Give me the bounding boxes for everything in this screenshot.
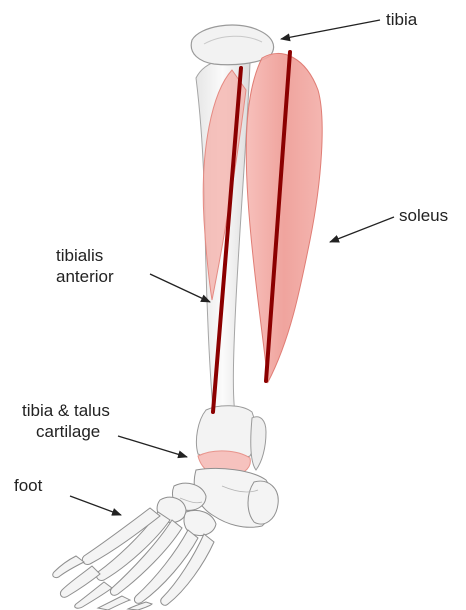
tibia-arrow	[281, 20, 380, 39]
cartilage-label: tibia & talus cartilage	[22, 400, 110, 442]
tibia-label: tibia	[386, 9, 417, 30]
tibialis-anterior-label-line-2: anterior	[56, 266, 114, 287]
tibialis-anterior-arrow	[150, 274, 210, 302]
cartilage-arrow	[118, 436, 187, 457]
soleus-arrow	[330, 217, 394, 242]
foot-bones	[53, 468, 279, 610]
tibialis-anterior-label-line-1: tibialis	[56, 245, 114, 266]
cartilage-label-line-2: cartilage	[22, 421, 110, 442]
soleus-label: soleus	[399, 205, 448, 226]
foot-label: foot	[14, 475, 42, 496]
cartilage-label-line-1: tibia & talus	[22, 400, 110, 421]
foot-arrow	[70, 496, 121, 515]
soleus-muscle	[246, 53, 322, 382]
tibialis-anterior-label: tibialis anterior	[56, 245, 114, 287]
fibula-tip	[251, 417, 266, 470]
